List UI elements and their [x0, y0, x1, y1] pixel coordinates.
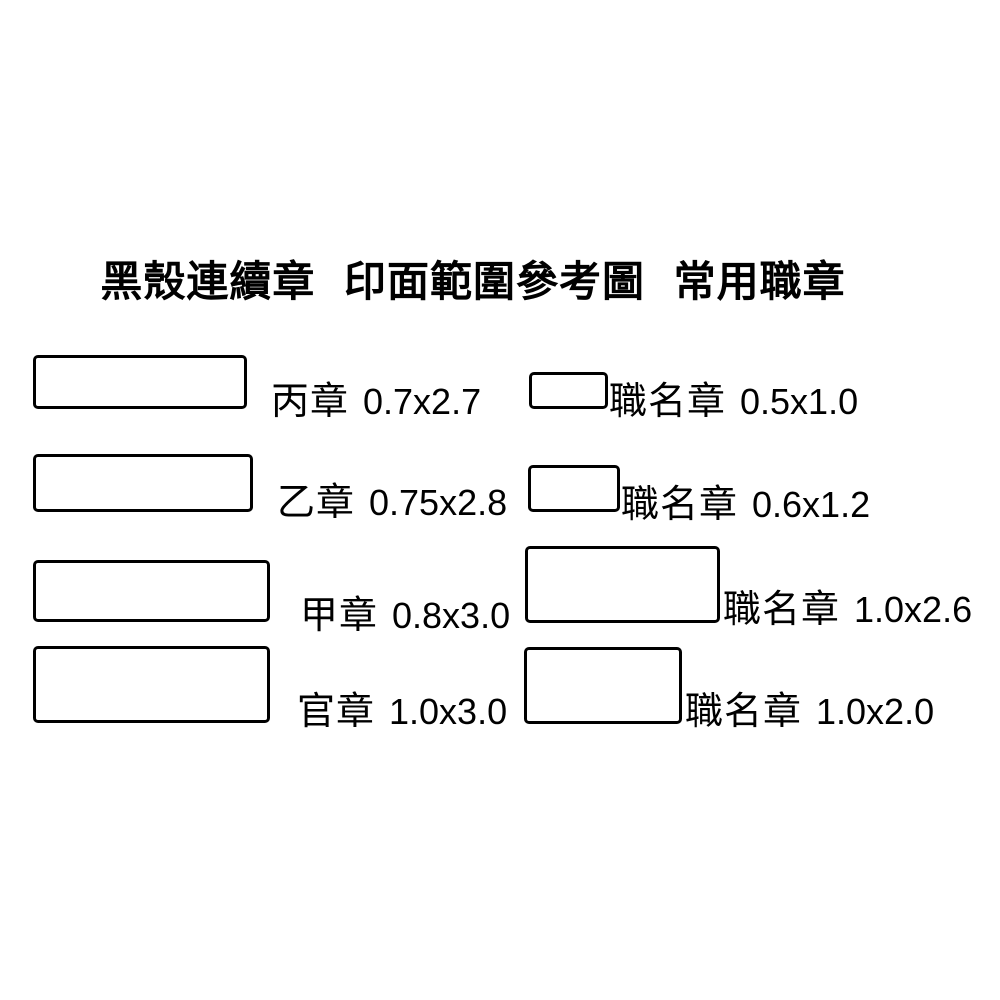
stamp-label-guan: 官章 1.0x3.0 [297, 693, 507, 731]
stamp-outline-jobtitle-10x20 [524, 647, 682, 724]
stamp-size: 1.0x2.0 [816, 691, 935, 732]
stamp-size: 0.5x1.0 [740, 381, 859, 422]
stamp-size: 0.8x3.0 [392, 595, 511, 636]
stamp-size: 0.6x1.2 [752, 484, 871, 525]
stamp-label-jia: 甲章 0.8x3.0 [300, 597, 510, 635]
stamp-name: 官章 [297, 691, 376, 733]
stamp-label-jobtitle-05x10: 職名章 0.5x1.0 [609, 383, 858, 421]
stamp-outline-bing [33, 355, 247, 409]
stamp-label-bing: 丙章 0.7x2.7 [271, 383, 481, 421]
stamp-outline-jobtitle-06x12 [528, 465, 620, 512]
stamp-outline-jia [33, 560, 270, 622]
page-title: 黑殼連續章 印面範圍參考圖 常用職章 [100, 258, 846, 305]
stamp-name: 丙章 [271, 381, 350, 423]
stamp-name: 甲章 [300, 595, 379, 637]
stamp-name: 職名章 [621, 484, 739, 526]
stamp-outline-yi [33, 454, 253, 512]
stamp-name: 職名章 [609, 381, 727, 423]
stamp-size: 1.0x3.0 [389, 691, 508, 732]
stamp-outline-jobtitle-10x26 [525, 546, 720, 623]
stamp-size: 0.75x2.8 [369, 482, 508, 523]
stamp-outline-guan [33, 646, 270, 723]
stamp-label-jobtitle-06x12: 職名章 0.6x1.2 [621, 486, 870, 524]
stamp-size: 0.7x2.7 [363, 381, 482, 422]
stamp-label-jobtitle-10x26: 職名章 1.0x2.6 [723, 591, 972, 629]
stamp-name: 乙章 [277, 482, 356, 524]
stamp-name: 職名章 [723, 589, 841, 631]
stamp-size: 1.0x2.6 [854, 589, 973, 630]
stamp-name: 職名章 [685, 691, 803, 733]
stamp-outline-jobtitle-05x10 [529, 372, 608, 409]
stamp-label-jobtitle-10x20: 職名章 1.0x2.0 [685, 693, 934, 731]
stamp-label-yi: 乙章 0.75x2.8 [277, 484, 507, 522]
